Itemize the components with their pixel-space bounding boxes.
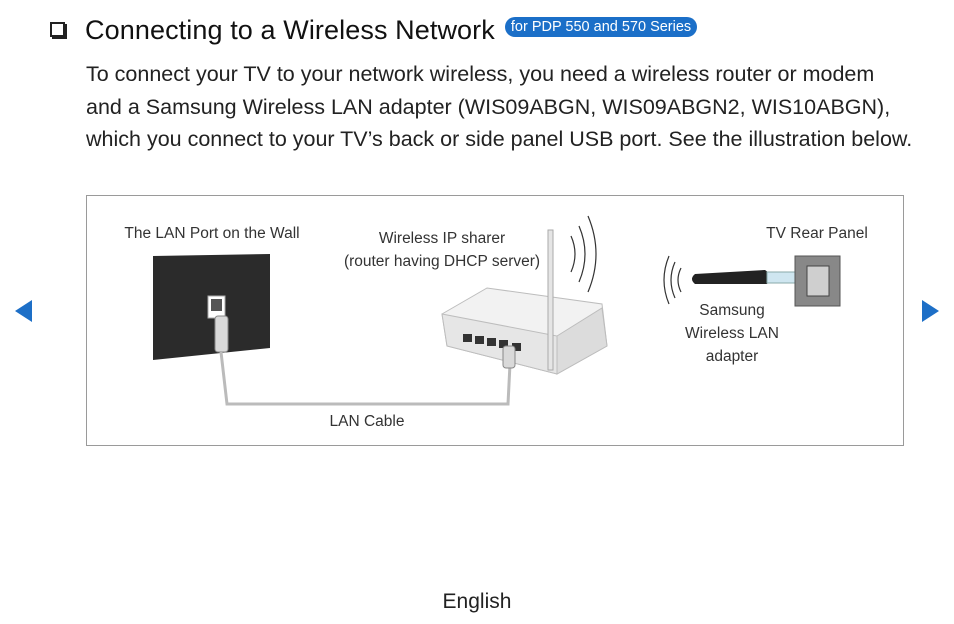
illustration: The LAN Port on the Wall Wireless IP sha…: [86, 195, 904, 446]
router-wan-port: [512, 343, 521, 351]
router-antenna: [547, 229, 554, 371]
router-port-1: [463, 334, 472, 342]
router-port-2: [475, 336, 484, 344]
router-side: [556, 307, 608, 375]
adapter-wave-1: [677, 267, 682, 293]
left-triangle-icon[interactable]: [15, 300, 32, 322]
checkbox-icon: [50, 21, 65, 37]
adapter-label-line2: Wireless LAN: [685, 325, 779, 342]
router-port-4: [499, 340, 508, 348]
tv-usb-port: [806, 265, 830, 297]
language-label: English: [442, 590, 512, 613]
illustration-drawing: [153, 215, 841, 406]
router-plug: [502, 345, 516, 369]
adapter-wave-2: [670, 261, 676, 299]
lan-cable: [219, 351, 512, 406]
adapter-label-line1: Samsung: [699, 302, 765, 319]
adapter-label-line3: adapter: [705, 348, 759, 365]
router-wave-2: [578, 225, 586, 283]
body-paragraph: To connect your TV to your network wirel…: [86, 62, 913, 151]
right-triangle-icon[interactable]: [922, 300, 939, 322]
section-heading: Connecting to a Wireless Network for PDP…: [50, 12, 698, 48]
tv-panel-label: TV Rear Panel: [766, 225, 868, 242]
adapter-usb-connector: [766, 271, 796, 284]
model-badge: for PDP 550 and 570 Series: [504, 17, 698, 37]
page-title: Connecting to a Wireless Network: [85, 14, 495, 45]
wall-plug: [214, 315, 229, 353]
wireless-lan-adapter: [692, 270, 771, 284]
adapter-wave-3: [663, 255, 670, 305]
router-label-line2: (router having DHCP server): [343, 253, 541, 270]
lan-port-label: The LAN Port on the Wall: [124, 225, 300, 242]
router-wave-3: [587, 215, 597, 293]
router-wave-1: [570, 235, 576, 273]
router-label-line1: Wireless IP sharer: [378, 230, 506, 247]
lan-cable-label: LAN Cable: [329, 413, 405, 430]
wall-lan-port-socket: [211, 299, 222, 311]
router-port-3: [487, 338, 496, 346]
